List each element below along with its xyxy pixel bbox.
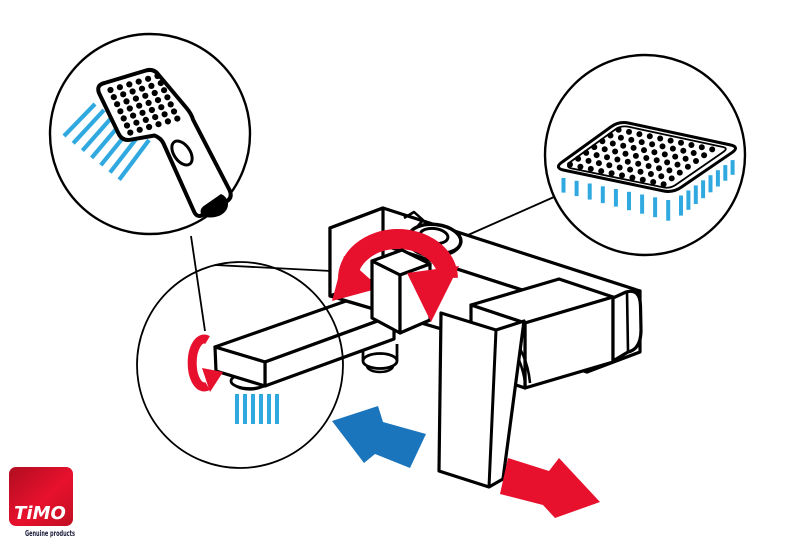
spout-water <box>235 394 279 424</box>
end-cap <box>611 289 643 363</box>
bottom-outlet <box>361 344 399 374</box>
ring-clip-tab <box>403 210 425 228</box>
leader-rain-shower <box>458 196 555 240</box>
spout-rotation-arrow <box>187 334 223 392</box>
tub-spout <box>213 299 396 424</box>
rain-shower-callout <box>543 53 747 257</box>
hand-shower-nozzles <box>107 72 181 136</box>
diverter-rotation-arrow <box>332 229 458 301</box>
handheld-shower-icon <box>62 67 233 218</box>
hand-shower-tip <box>200 194 229 218</box>
hand-shower-button <box>170 139 194 167</box>
spout-callout-circle <box>136 261 344 469</box>
logo-brand: TiMO <box>14 503 66 524</box>
diverter-knob <box>370 248 432 335</box>
logo-tile <box>9 467 73 526</box>
lever-direction-arrow-left <box>332 406 426 468</box>
leader-hand-shower <box>190 235 206 332</box>
rain-shower-water <box>561 160 735 221</box>
lever-direction-arrow-right <box>500 458 600 518</box>
timo-logo: TiMO Genuine products <box>9 467 75 538</box>
mixer-faucet <box>187 206 643 489</box>
hand-shower-callout <box>48 32 252 236</box>
logo-caption: Genuine products <box>25 529 75 538</box>
diverter-rotation-arrow-head-right <box>407 266 459 322</box>
rain-shower-nozzles <box>567 126 716 188</box>
lever-handle <box>437 311 526 489</box>
rain-shower-head-icon <box>556 121 737 221</box>
